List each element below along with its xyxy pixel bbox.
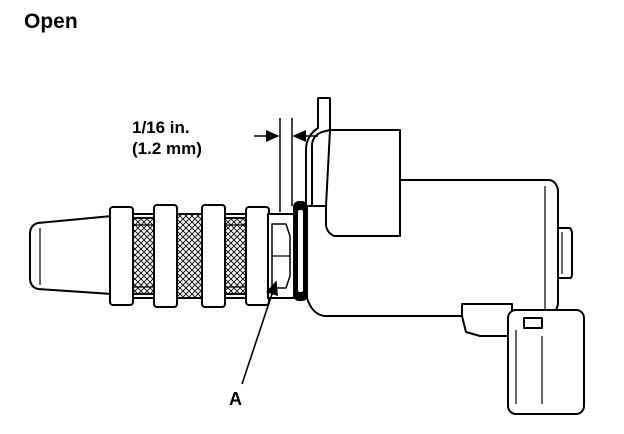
spool-lands [109,204,270,308]
valve-nut [267,213,295,299]
dimension-lines [254,118,318,212]
dimension-callout: 1/16 in. (1.2 mm) [132,117,202,159]
electrical-connector [461,303,585,415]
valve-shaft [29,215,113,295]
dimension-imperial: 1/16 in. [132,118,190,137]
filter-screens [132,213,247,299]
figure-title: Open [24,10,78,33]
end-cap [557,227,573,279]
callout-a-leader [241,280,279,385]
mounting-bracket [305,97,401,237]
callout-label-a: A [229,389,242,409]
dimension-metric: (1.2 mm) [132,139,202,158]
